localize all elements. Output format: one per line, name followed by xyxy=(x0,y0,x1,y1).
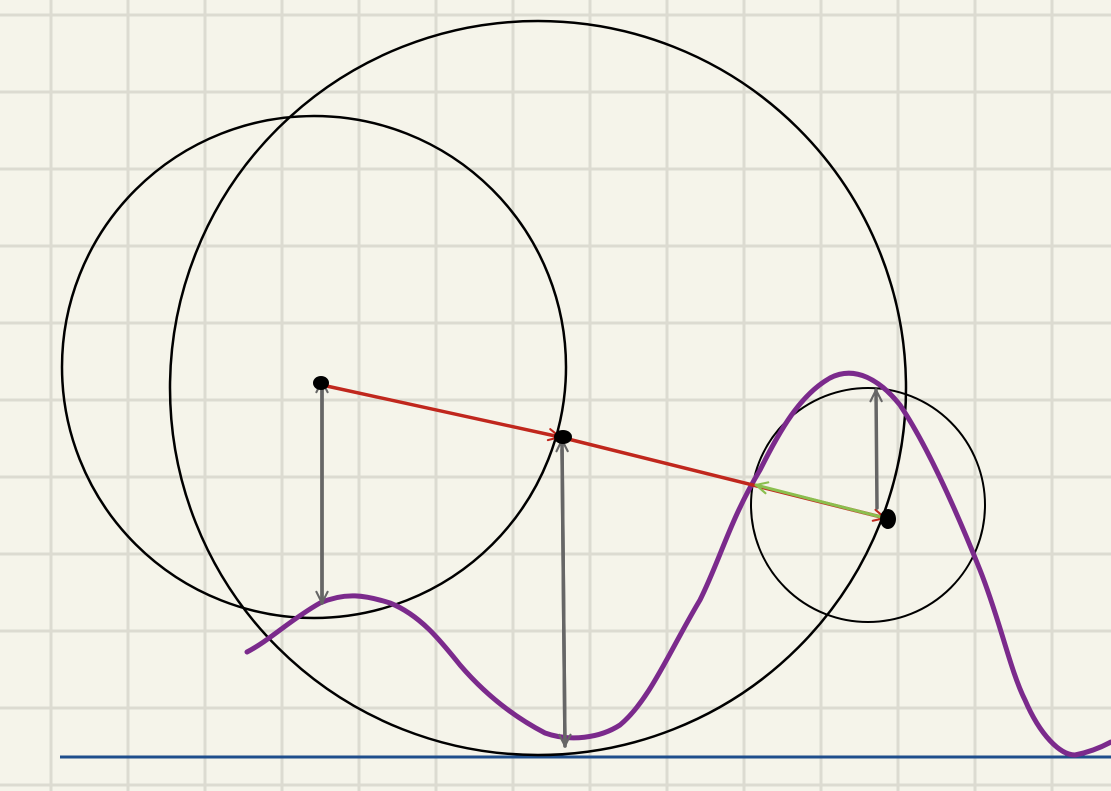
projection-arrow-right-up xyxy=(869,388,883,510)
projection-arrow-center-up xyxy=(555,438,569,748)
point-center-middle xyxy=(554,430,572,444)
wave-curve xyxy=(244,370,1111,758)
point-center-left xyxy=(313,376,329,390)
circle-right xyxy=(750,387,986,623)
circle-large xyxy=(168,19,908,757)
phasor-arrow-green xyxy=(754,481,887,520)
circle-small-left xyxy=(60,114,568,620)
phasor-arrow-1 xyxy=(320,383,562,442)
point-center-right xyxy=(880,509,896,529)
